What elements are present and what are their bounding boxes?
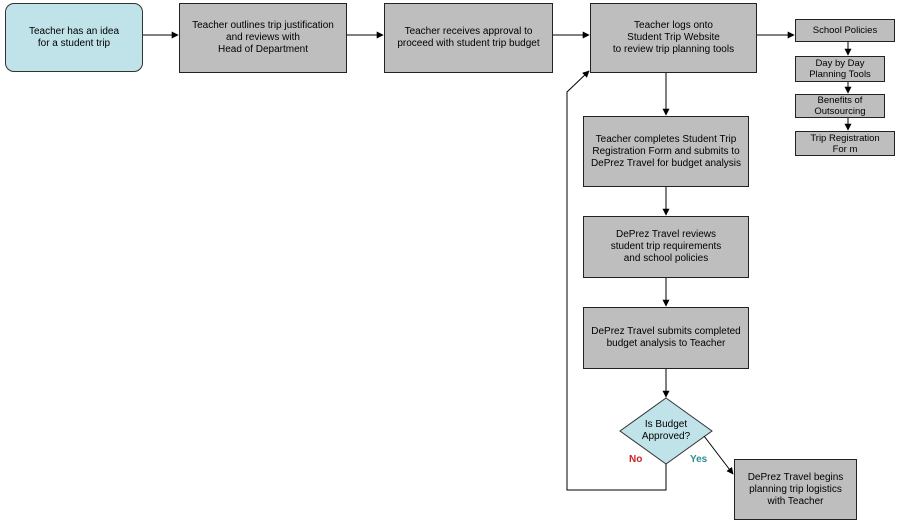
node-registration-form-text: Trip Registration For m xyxy=(810,132,880,155)
node-begins-text: DePrez Travel begins planning trip logis… xyxy=(747,471,844,507)
node-submits-text: DePrez Travel submits completed budget a… xyxy=(591,326,741,349)
decision-label: Is Budget Approved? xyxy=(641,419,691,442)
node-day-by-day-text: Day by Day Planning Tools xyxy=(809,58,871,80)
node-completes-form-text: Teacher completes Student Trip Registrat… xyxy=(590,133,742,169)
node-approval-text: Teacher receives approval to proceed wit… xyxy=(397,26,540,49)
node-logs-on-text: Teacher logs onto Student Trip Website t… xyxy=(612,20,735,55)
edge-label-no: No xyxy=(629,454,643,465)
node-reviews-text: DePrez Travel reviews student trip requi… xyxy=(610,229,722,264)
arrow-no-loop-back xyxy=(566,70,667,491)
node-idea: Teacher has an idea for a student trip xyxy=(5,3,143,72)
node-benefits-text: Benefits of Outsourcing xyxy=(814,95,866,117)
node-submits: DePrez Travel submits completed budget a… xyxy=(583,307,749,369)
node-completes-form: Teacher completes Student Trip Registrat… xyxy=(583,116,749,187)
node-reviews: DePrez Travel reviews student trip requi… xyxy=(583,216,749,278)
node-day-by-day: Day by Day Planning Tools xyxy=(795,56,885,82)
node-approval: Teacher receives approval to proceed wit… xyxy=(384,3,553,73)
node-registration-form: Trip Registration For m xyxy=(795,131,895,156)
node-outline-text: Teacher outlines trip justification and … xyxy=(192,20,334,55)
arrow-yes-to-begins xyxy=(703,435,734,475)
node-benefits: Benefits of Outsourcing xyxy=(795,94,885,118)
edge-label-yes: Yes xyxy=(690,454,708,465)
node-logs-on: Teacher logs onto Student Trip Website t… xyxy=(590,3,757,73)
node-begins: DePrez Travel begins planning trip logis… xyxy=(734,459,857,520)
node-outline: Teacher outlines trip justification and … xyxy=(179,3,347,73)
node-idea-text: Teacher has an idea for a student trip xyxy=(28,25,120,49)
node-school-policies-text: School Policies xyxy=(812,25,878,36)
node-school-policies: School Policies xyxy=(795,19,895,42)
